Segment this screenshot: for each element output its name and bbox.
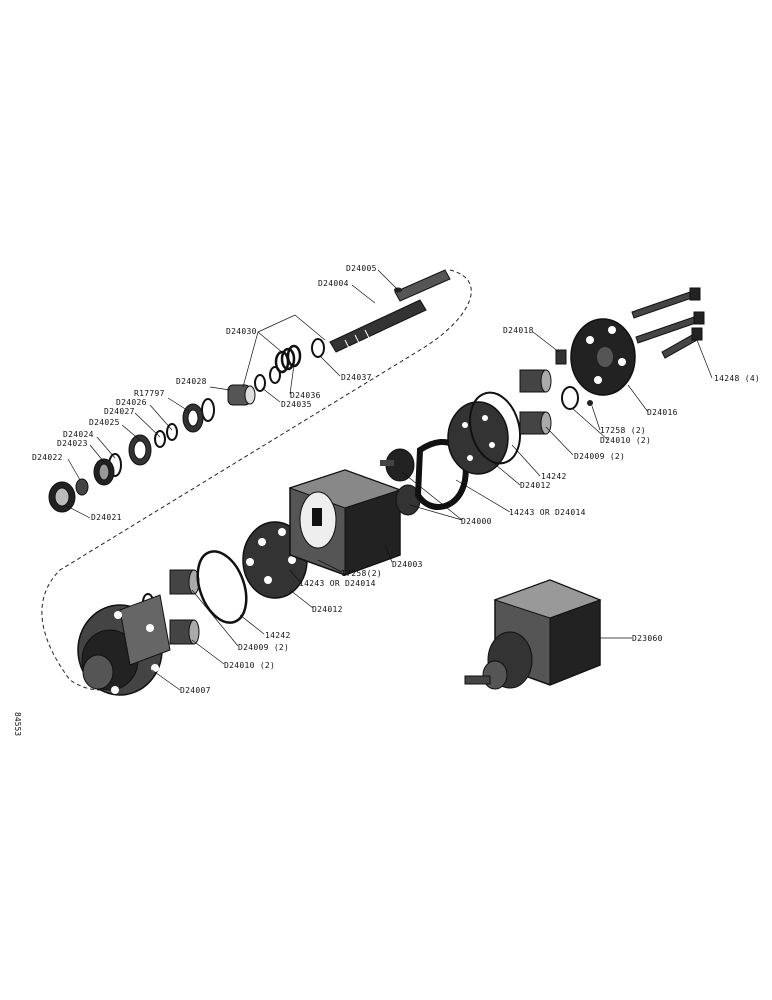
label-d24030: D24030 <box>226 327 257 336</box>
needle-bearings-upper <box>519 369 552 435</box>
label-d24026: D24026 <box>116 398 147 407</box>
label-d24004: D24004 <box>318 279 349 288</box>
label-d24025: D24025 <box>89 418 120 427</box>
o-ring-14242-upper <box>469 391 521 465</box>
shaft <box>329 269 451 353</box>
gears-d24000 <box>380 448 421 516</box>
label-17258-upper: 17258 (2) <box>600 426 647 435</box>
label-d24016: D24016 <box>647 408 678 417</box>
label-d24010-upper: D24010 (2) <box>600 436 652 445</box>
assembled-pump-d23060 <box>464 579 602 690</box>
label-d24035: D24035 <box>281 400 312 409</box>
label-14248: 14248 (4) <box>714 374 761 383</box>
label-14243-upper: 14243 OR D24014 <box>509 508 586 517</box>
wear-plate-upper <box>447 401 509 475</box>
label-d24027: D24027 <box>104 407 135 416</box>
label-r17797: R17797 <box>134 389 165 398</box>
leader-lines <box>64 269 713 691</box>
label-d24018: D24018 <box>503 326 534 335</box>
bearing-r17797 <box>182 403 204 433</box>
ring-d24022 <box>75 478 89 496</box>
label-d24000: D24000 <box>461 517 492 526</box>
label-d24007: D24007 <box>180 686 211 695</box>
label-d24024: D24024 <box>63 430 94 439</box>
label-14242-upper: 14242 <box>541 472 567 481</box>
label-d24009-lower: D24009 (2) <box>238 643 290 652</box>
label-d24036: D24036 <box>290 391 321 400</box>
needle-bearings-lower <box>169 569 200 645</box>
plug-d24018 <box>555 349 567 365</box>
label-d24028: D24028 <box>176 377 207 386</box>
cover-d24016 <box>570 318 636 396</box>
label-d24005: D24005 <box>346 264 377 273</box>
bolts-14248 <box>631 287 705 359</box>
oil-seal-d24021 <box>48 481 76 513</box>
label-d24023: D24023 <box>57 439 88 448</box>
label-14243-lower: 14243 OR D24014 <box>299 579 376 588</box>
label-d24021: D24021 <box>91 513 122 522</box>
side-reference-code: 84553 <box>13 712 22 737</box>
label-d24003: D24003 <box>392 560 423 569</box>
label-d24037: D24037 <box>341 373 372 382</box>
gasket-14243 <box>414 438 469 510</box>
label-d24009-upper: D24009 (2) <box>574 452 626 461</box>
label-17258-lower: 17258(2) <box>341 569 382 578</box>
label-14242-lower: 14242 <box>265 631 291 640</box>
label-d24012-lower: D24012 <box>312 605 343 614</box>
pump-body-d24003 <box>288 469 402 576</box>
mounting-flange-d24007 <box>77 594 171 696</box>
label-d24010-lower: D24010 (2) <box>224 661 276 670</box>
label-d24022: D24022 <box>32 453 63 462</box>
label-d23060: D23060 <box>632 634 663 643</box>
pin-17258 <box>587 400 593 406</box>
bearing-d24025 <box>128 434 152 466</box>
sleeve-d24023 <box>93 458 115 486</box>
seal-seat <box>227 384 256 406</box>
label-d24012-upper: D24012 <box>520 481 551 490</box>
assembly-path-dashed <box>41 269 472 691</box>
o-ring-14242-lower <box>196 550 248 624</box>
